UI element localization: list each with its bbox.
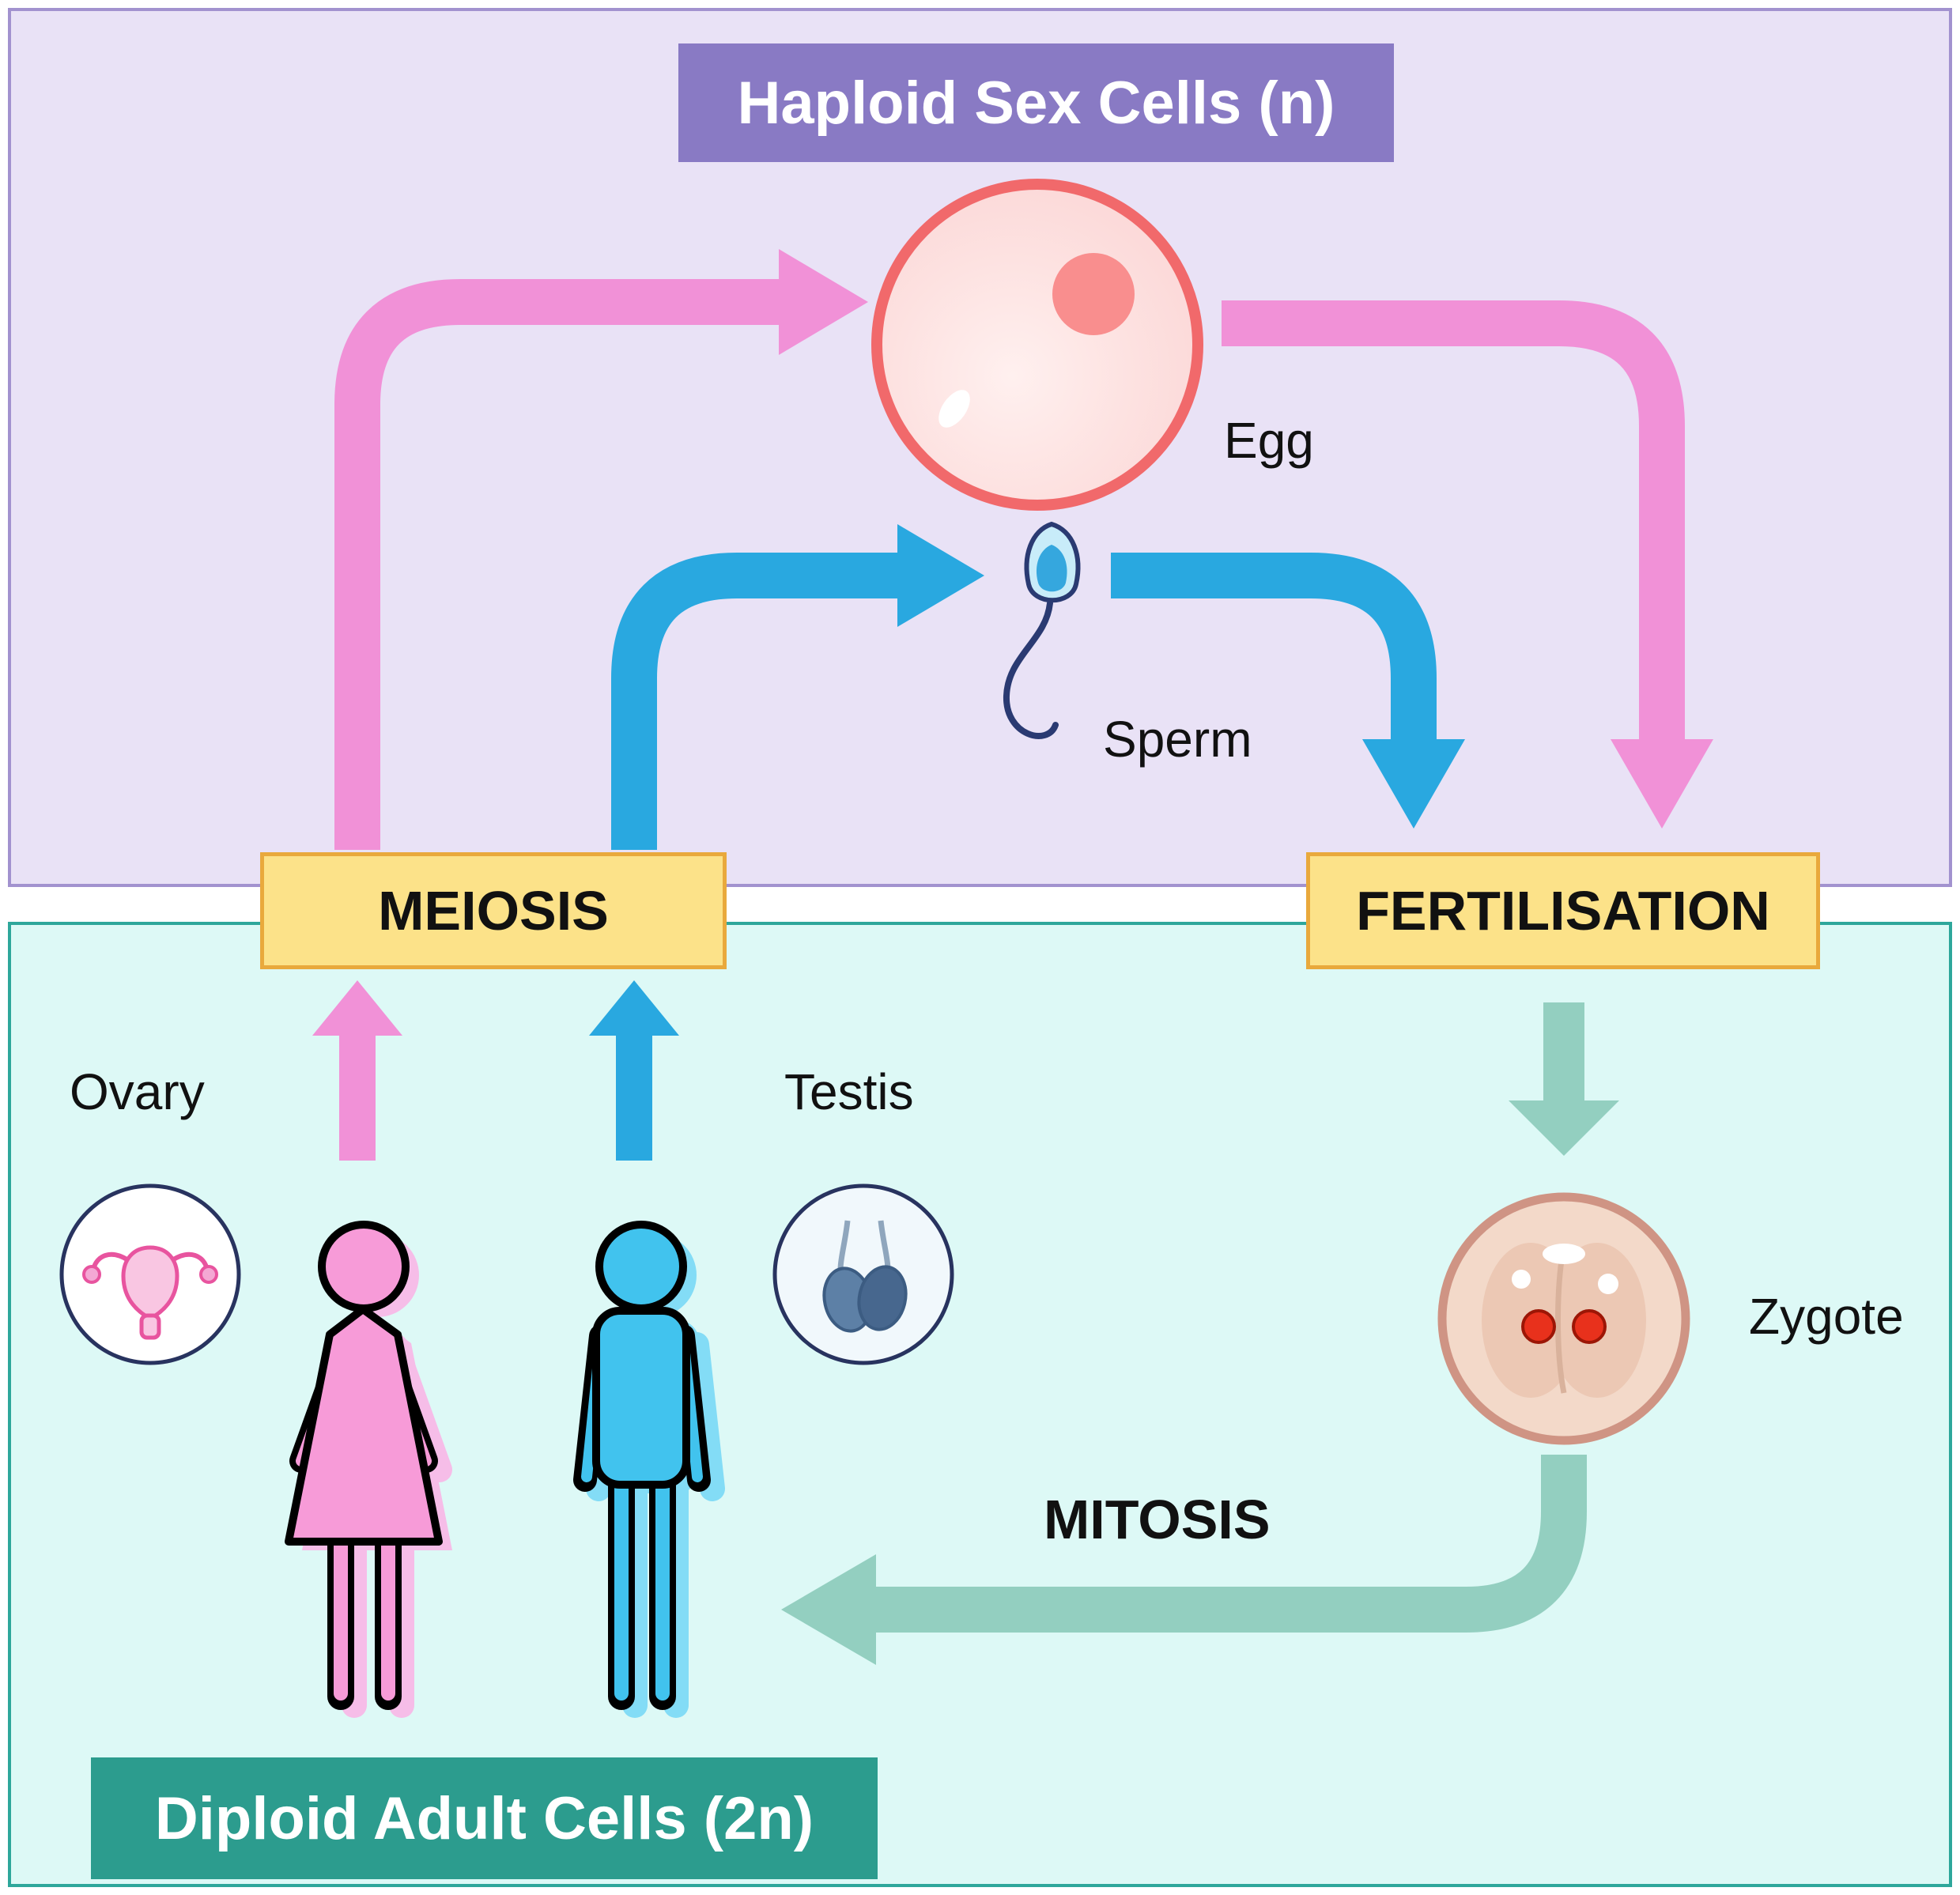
arrow-testis-to-meiosis <box>589 980 679 1161</box>
fertilisation-box: FERTILISATION <box>1306 852 1820 969</box>
female-figure-icon <box>285 1221 452 1718</box>
egg-icon <box>871 179 1203 511</box>
mitosis-label: MITOSIS <box>1044 1489 1271 1550</box>
arrow-fertilisation-to-zygote <box>1509 1002 1619 1156</box>
meiosis-box: MEIOSIS <box>260 852 727 969</box>
egg-nucleus <box>1052 253 1135 335</box>
egg-label: Egg <box>1224 412 1314 469</box>
testis-label: Testis <box>784 1063 914 1120</box>
testis-icon <box>772 1183 954 1365</box>
ovary-icon <box>59 1183 241 1365</box>
zygote-icon <box>1437 1192 1690 1445</box>
arrow-sperm-to-fertilisation <box>1111 553 1465 829</box>
arrow-ovary-to-meiosis <box>312 980 402 1161</box>
sperm-icon <box>1003 521 1081 739</box>
arrow-zygote-mitosis <box>781 1455 1587 1665</box>
diploid-title: Diploid Adult Cells (2n) <box>91 1757 878 1879</box>
haploid-title: Haploid Sex Cells (n) <box>678 43 1394 162</box>
zygote-label: Zygote <box>1749 1288 1904 1345</box>
arrow-meiosis-to-sperm <box>611 524 984 850</box>
arrow-egg-to-fertilisation <box>1222 300 1713 829</box>
arrow-meiosis-to-egg <box>334 249 868 850</box>
ovary-label: Ovary <box>70 1063 205 1120</box>
sperm-label: Sperm <box>1103 711 1252 768</box>
male-figure-icon <box>573 1221 725 1718</box>
